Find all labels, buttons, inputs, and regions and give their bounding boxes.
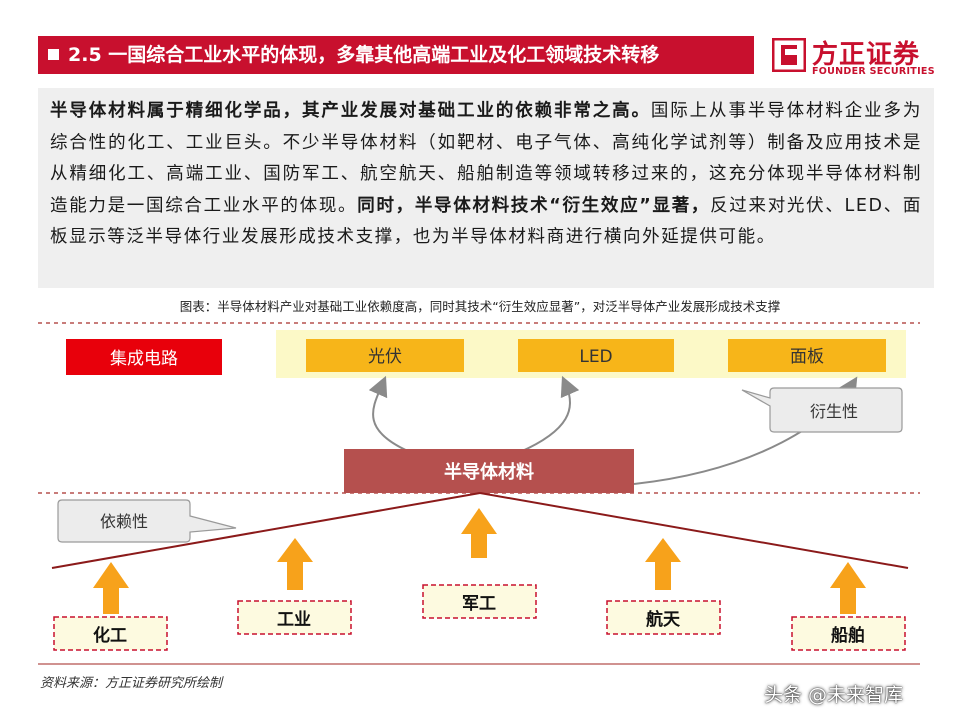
base-label-military: 军工: [462, 594, 496, 614]
founder-logo-icon: [771, 37, 807, 73]
base-label-chemical: 化工: [93, 625, 127, 646]
arrow-to-pv: [368, 375, 411, 453]
tent-line-right: [479, 492, 909, 569]
logo-name-en: FOUNDER SECURITIES: [812, 66, 935, 77]
logo-name-cn: 方正证券: [812, 40, 921, 70]
base-boxes: 化工 工业 军工 航天 船舶: [53, 584, 906, 651]
ic-box: [66, 339, 222, 375]
led-box: [518, 339, 674, 372]
base-box-industry: [237, 600, 352, 635]
base-label-shipping: 船舶: [831, 625, 865, 646]
up-arrow-shipping: [830, 562, 866, 614]
core-label: 半导体材料: [444, 461, 534, 483]
derivative-callout: [741, 387, 903, 433]
body-normal-1: 国际上从事半导体材料企业多为综合性的化工、工业巨头。不少半导体材料（如靶材、电子…: [50, 101, 922, 216]
dependency-callout: [57, 499, 237, 543]
up-arrows: [93, 508, 866, 614]
body-normal-2: 反过来对光伏、LED、面板显示等泛半导体行业发展形成技术支撑，也为半导体材料商进…: [50, 195, 923, 248]
source-note: 资料来源：方正证券研究所绘制: [40, 676, 223, 691]
base-box-chemical: [53, 616, 168, 651]
base-box-shipping: [791, 616, 906, 651]
text-panel: 半导体材料属于精细化学品，其产业发展对基础工业的依赖非常之高。国际上从事半导体材…: [38, 88, 934, 288]
ic-label: 集成电路: [110, 349, 178, 369]
base-label-industry: 工业: [277, 610, 311, 630]
arrow-to-led: [519, 375, 580, 453]
body-bold-2: 同时，半导体材料技术“衍生效应”显著，: [357, 195, 711, 216]
industry-diagram: 集成电路 光伏 LED 面板 衍生性 半导体材料 依赖性 化工 工业 军工 航天: [38, 322, 920, 665]
base-label-aerospace: 航天: [646, 609, 681, 630]
body-bold-1: 半导体材料属于精细化学品，其产业发展对基础工业的依赖非常之高。: [50, 101, 651, 121]
up-arrow-chemical: [93, 562, 129, 614]
led-label: LED: [579, 347, 612, 367]
core-box: [344, 449, 634, 493]
watermark: 头条 @未来智库: [764, 684, 904, 706]
up-arrow-military: [461, 508, 497, 558]
derivative-label: 衍生性: [810, 402, 858, 421]
panel-box: [728, 339, 886, 372]
title-bar: 2.5 一国综合工业水平的体现，多靠其他高端工业及化工领域技术转移: [38, 36, 754, 74]
pv-label: 光伏: [368, 347, 402, 367]
figure-caption: 图表：半导体材料产业对基础工业依赖度高，同时其技术“衍生效应显著”，对泛半导体产…: [179, 299, 781, 314]
tent-line-left: [51, 492, 481, 569]
up-arrow-industry: [277, 538, 313, 590]
body-paragraph: 半导体材料属于精细化学品，其产业发展对基础工业的依赖非常之高。国际上从事半导体材…: [50, 96, 922, 254]
base-box-military: [422, 584, 537, 619]
page-title: 2.5 一国综合工业水平的体现，多靠其他高端工业及化工领域技术转移: [68, 44, 660, 66]
base-box-aerospace: [606, 600, 721, 635]
pv-box: [306, 339, 464, 372]
panel-label: 面板: [790, 347, 824, 367]
title-bullet-icon: [48, 49, 59, 60]
dependency-label: 依赖性: [100, 512, 148, 531]
up-arrow-aerospace: [645, 538, 681, 590]
